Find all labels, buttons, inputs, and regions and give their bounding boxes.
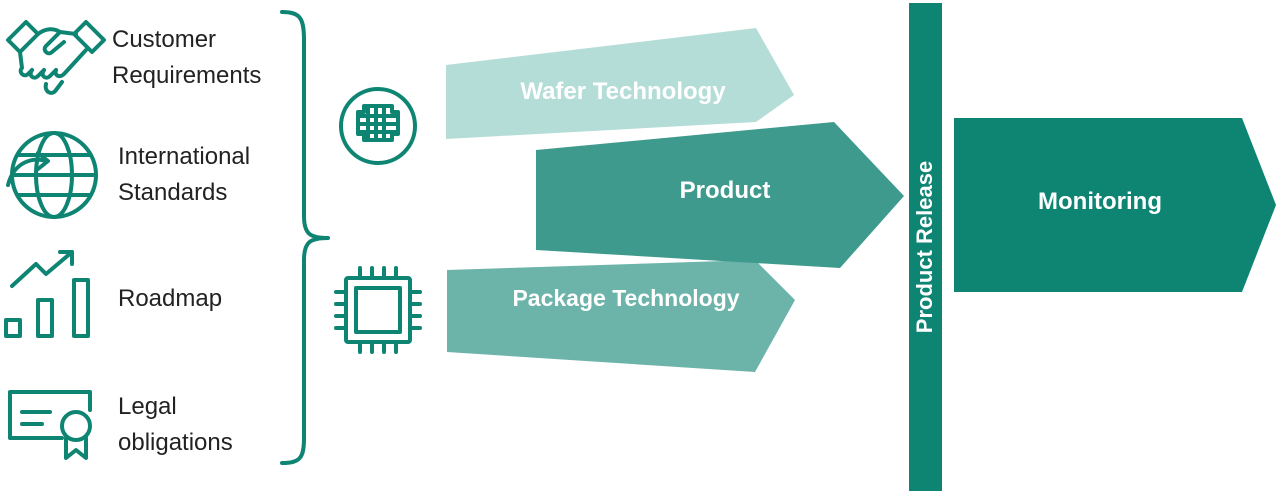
input-label-line: Requirements [112, 62, 262, 89]
globe-icon [6, 131, 98, 219]
package-technology-arrow [447, 260, 795, 372]
product-release-label: Product Release [912, 160, 937, 334]
input-label-line: Roadmap [118, 285, 223, 312]
input-legal-obligations: Legal obligations [118, 389, 233, 461]
monitoring-arrow [954, 118, 1276, 292]
certificate-icon [8, 390, 92, 460]
input-label-line: obligations [118, 429, 233, 456]
input-label-line: International [118, 143, 251, 170]
monitoring-label: Monitoring [1038, 188, 1162, 215]
input-label-line: Legal [118, 393, 177, 420]
wafer-technology-label: Wafer Technology [520, 78, 726, 105]
input-label-line: Standards [118, 179, 228, 206]
wafer-technology-arrow [446, 28, 794, 139]
input-customer-requirements: Customer Requirements [112, 22, 261, 94]
chip-icon [334, 266, 422, 354]
handshake-icon [6, 20, 106, 95]
input-label-line: Customer [112, 26, 217, 53]
product-release-bar [909, 3, 942, 491]
product-label: Product [679, 177, 771, 204]
growth-chart-icon [4, 250, 90, 338]
grouping-brace [280, 10, 330, 465]
input-international-standards: International Standards [118, 139, 250, 211]
wafer-icon [339, 87, 417, 165]
product-arrow [536, 122, 904, 268]
package-technology-label: Package Technology [512, 285, 740, 311]
input-roadmap: Roadmap [118, 281, 222, 317]
